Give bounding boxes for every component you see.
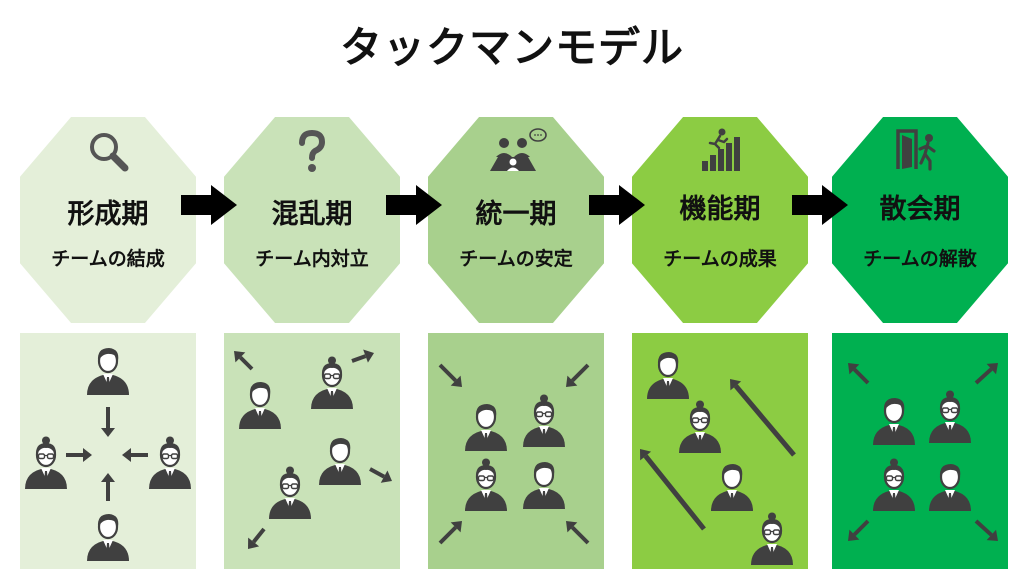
- stage-name: 統一期: [475, 199, 557, 230]
- norming-illustration: [438, 363, 590, 545]
- stage-norming: 統一期 チームの安定: [428, 117, 604, 323]
- arrow-head: [234, 351, 246, 363]
- stage-name: 混乱期: [271, 199, 353, 230]
- adjourning-illustration: [848, 363, 998, 541]
- arrow-line: [252, 527, 266, 544]
- arrow-head: [730, 379, 742, 391]
- arrow-line: [852, 519, 870, 537]
- stage-subtitle: チームの結成: [51, 248, 165, 270]
- right-arrow-icon: [386, 185, 442, 225]
- arrow-head: [986, 363, 998, 375]
- stage-name: 形成期: [67, 199, 149, 230]
- stage-storming: 混乱期 チーム内対立: [224, 117, 400, 323]
- forming-illustration: [25, 348, 191, 561]
- arrow-head: [566, 375, 578, 387]
- performing-illustration: [640, 352, 796, 565]
- man-icon: [873, 398, 915, 445]
- arrow-line: [643, 454, 706, 531]
- woman-icon: [751, 512, 793, 565]
- man-icon: [711, 464, 753, 511]
- stage-subtitle: チームの安定: [459, 248, 573, 270]
- arrow-line: [351, 354, 367, 363]
- woman-icon: [465, 458, 507, 511]
- arrow-head: [566, 521, 578, 533]
- stage-forming: 形成期 チームの結成: [20, 117, 196, 323]
- arrow-line: [974, 519, 993, 537]
- arrow-head: [363, 349, 374, 363]
- man-icon: [87, 348, 129, 395]
- man-icon: [523, 462, 565, 509]
- arrow-line: [438, 525, 458, 545]
- arrow-line: [438, 363, 458, 383]
- woman-icon: [25, 436, 67, 489]
- arrow-line: [733, 384, 796, 457]
- arrow-line: [852, 367, 870, 385]
- arrow-head: [848, 363, 860, 375]
- arrow-head: [380, 470, 392, 483]
- stage-subtitle: チームの成果: [663, 248, 777, 270]
- man-icon: [647, 352, 689, 399]
- question-mark-icon: [224, 127, 400, 175]
- man-icon: [239, 382, 281, 429]
- stage-name: 散会期: [879, 194, 961, 225]
- woman-icon: [679, 400, 721, 453]
- woman-icon: [929, 390, 971, 443]
- arrow-head: [450, 375, 462, 387]
- exit-door-icon: [832, 127, 1008, 175]
- arrow-line: [369, 467, 386, 479]
- arrow-head: [848, 529, 860, 541]
- arrow-head: [248, 537, 260, 549]
- arrow-head: [450, 521, 462, 533]
- panel-adjourning: [832, 333, 1008, 569]
- arrow-line: [570, 525, 590, 545]
- arrow-head: [122, 448, 131, 462]
- page-title: タックマンモデル: [339, 23, 684, 72]
- woman-icon: [523, 394, 565, 447]
- arrow-head: [101, 428, 115, 437]
- man-icon: [465, 404, 507, 451]
- meeting-icon: [428, 127, 604, 175]
- stage-subtitle: チームの解散: [863, 248, 977, 270]
- arrow-head: [101, 473, 115, 482]
- woman-icon: [269, 466, 311, 519]
- right-arrow-icon: [181, 185, 237, 225]
- right-arrow-icon: [589, 185, 645, 225]
- stage-name: 機能期: [679, 194, 761, 225]
- stage-subtitle: チーム内対立: [255, 248, 369, 270]
- arrow-head: [986, 529, 998, 541]
- panel-norming: [428, 333, 604, 569]
- arrow-head: [640, 449, 652, 461]
- arrow-line: [974, 367, 993, 385]
- stairs-runner-icon: [632, 127, 808, 175]
- woman-icon: [873, 458, 915, 511]
- man-icon: [87, 514, 129, 561]
- stage-adjourning: 散会期 チームの解散: [832, 117, 1008, 323]
- magnifier-icon: [20, 127, 196, 175]
- panel-performing: [632, 333, 808, 569]
- arrow-head: [83, 448, 92, 462]
- storming-illustration: [234, 349, 392, 549]
- stage-performing: 機能期 チームの成果: [632, 117, 808, 323]
- man-icon: [319, 438, 361, 485]
- arrow-line: [570, 363, 590, 383]
- panel-forming: [20, 333, 196, 569]
- man-icon: [929, 464, 971, 511]
- arrow-line: [238, 355, 254, 371]
- panel-storming: [224, 333, 400, 569]
- woman-icon: [149, 436, 191, 489]
- right-arrow-icon: [792, 185, 848, 225]
- woman-icon: [311, 356, 353, 409]
